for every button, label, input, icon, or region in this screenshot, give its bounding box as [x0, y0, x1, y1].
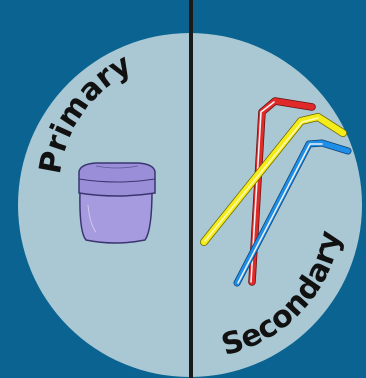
jar-icon [79, 163, 155, 243]
